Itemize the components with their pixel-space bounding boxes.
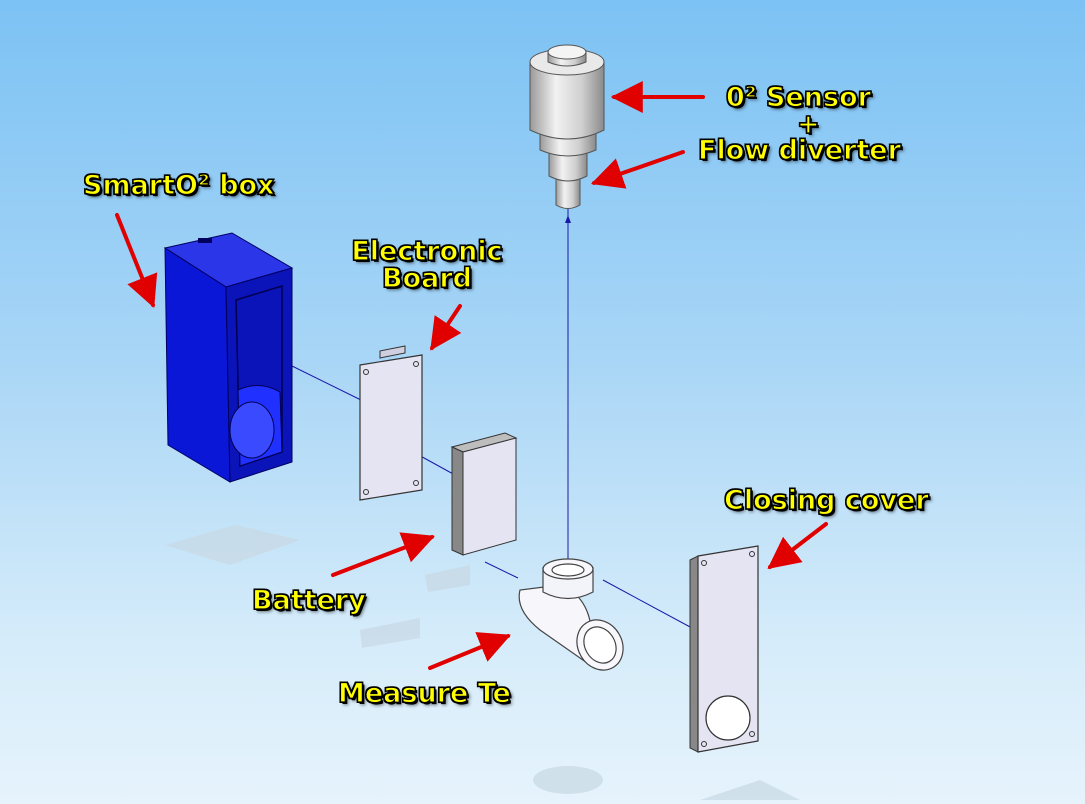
arrow-to-measure-te [428,632,511,670]
electronic-board [359,345,423,501]
label-electronic: Electronic [351,236,503,267]
floor-reflections [165,525,800,800]
o2-sensor-flow-diverter [529,44,605,209]
label-plus: + [796,109,820,140]
label-board: Board [381,263,472,294]
battery [450,432,518,556]
label-o2-sensor: 0² Sensor [725,82,871,113]
label-measure-te: Measure Te [337,678,511,709]
callout-arrows [115,81,828,670]
arrow-to-electronic-board [430,304,462,351]
arrow-to-smart-box [115,213,158,308]
label-closing-cover: Closing cover [723,485,929,516]
label-flow-diverter: Flow diverter [697,135,901,166]
closing-cover [689,545,759,753]
axis-arrow-up-icon [565,215,571,223]
smart-o2-box [163,232,294,483]
arrow-to-closing-cover [767,522,828,569]
arrow-to-battery [331,532,435,577]
label-smart-o2-box: SmartO² box [82,170,275,201]
arrow-to-flow-diverter [590,150,685,189]
label-battery: Battery [251,585,366,616]
measure-te [518,558,624,671]
